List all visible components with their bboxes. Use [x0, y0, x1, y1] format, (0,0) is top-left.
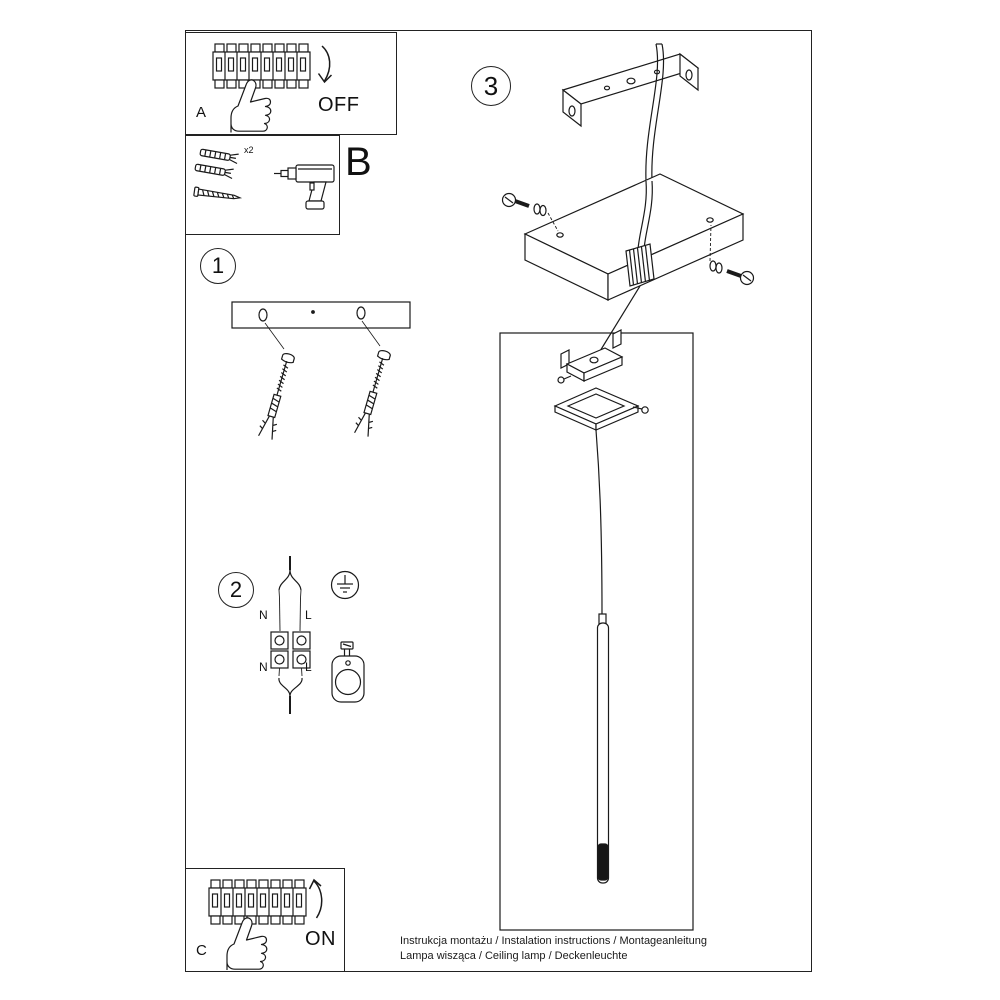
- step-2-number: 2: [229, 577, 243, 602]
- wire-l-bottom-label: L: [305, 660, 312, 674]
- supply-cable-drawing: [645, 43, 665, 182]
- cable-clamp-icon: [331, 641, 365, 703]
- cable-grip-bracket-drawing: [557, 329, 624, 384]
- wire-l-top-label: L: [305, 608, 312, 622]
- off-label: OFF: [318, 94, 360, 116]
- ring-frame-drawing: [553, 387, 649, 431]
- mounting-screw-right: [709, 224, 755, 286]
- breaker-panel-icon: [212, 43, 311, 89]
- step-3-badge: 3: [471, 66, 511, 106]
- step-2-illustration: [270, 556, 365, 714]
- step-1-badge: 1: [200, 248, 236, 284]
- screw-anchor-drawing: [256, 351, 299, 441]
- step-3-illustration: [499, 43, 755, 931]
- footer: Instrukcja montażu / Instalation instruc…: [400, 934, 760, 964]
- mounting-bar-drawing: [231, 301, 411, 329]
- hand-icon: [226, 917, 268, 970]
- hand-icon: [230, 79, 272, 133]
- breaker-off-illustration: [212, 43, 333, 133]
- wire-n-bottom-label: N: [259, 660, 268, 674]
- wire-n-top-label: N: [259, 608, 268, 622]
- on-label: ON: [305, 928, 336, 950]
- tools-illustration: [193, 148, 335, 210]
- wiring-diagram: [270, 556, 311, 714]
- mounting-screw-left: [501, 192, 559, 232]
- step-3-number: 3: [483, 70, 499, 101]
- footer-line-2: Lampa wisząca / Ceiling lamp / Deckenleu…: [400, 950, 628, 962]
- arrow-up-icon: [308, 878, 323, 919]
- screw-icon: [193, 186, 243, 200]
- wall-plug-icon: [199, 148, 239, 165]
- leader-line: [361, 320, 381, 347]
- step-b-label: B: [345, 140, 372, 184]
- suspension-cable-drawing: [595, 429, 603, 615]
- step-c-label: C: [196, 942, 207, 959]
- anchor-qty-label: x2: [244, 145, 254, 155]
- ground-symbol-icon: [330, 570, 360, 600]
- ceiling-bracket-drawing: [561, 52, 700, 128]
- pendant-tube-drawing: [596, 613, 610, 884]
- pendant-detail-frame: [499, 332, 694, 931]
- breaker-panel-icon: [208, 879, 307, 925]
- drill-icon: [274, 164, 335, 210]
- footer-line-1: Instrukcja montażu / Instalation instruc…: [400, 935, 707, 947]
- strain-relief-drawing: [625, 180, 655, 287]
- wall-plug-icon: [194, 163, 234, 180]
- leader-line: [264, 322, 285, 350]
- step-1-illustration: [231, 301, 411, 441]
- step-a-label: A: [196, 104, 207, 121]
- step-1-number: 1: [211, 253, 225, 278]
- arrow-down-icon: [317, 45, 333, 84]
- breaker-on-illustration: [208, 878, 323, 970]
- step-2-badge: 2: [218, 572, 254, 608]
- cable-segment: [596, 285, 641, 357]
- screw-anchor-drawing: [352, 348, 395, 438]
